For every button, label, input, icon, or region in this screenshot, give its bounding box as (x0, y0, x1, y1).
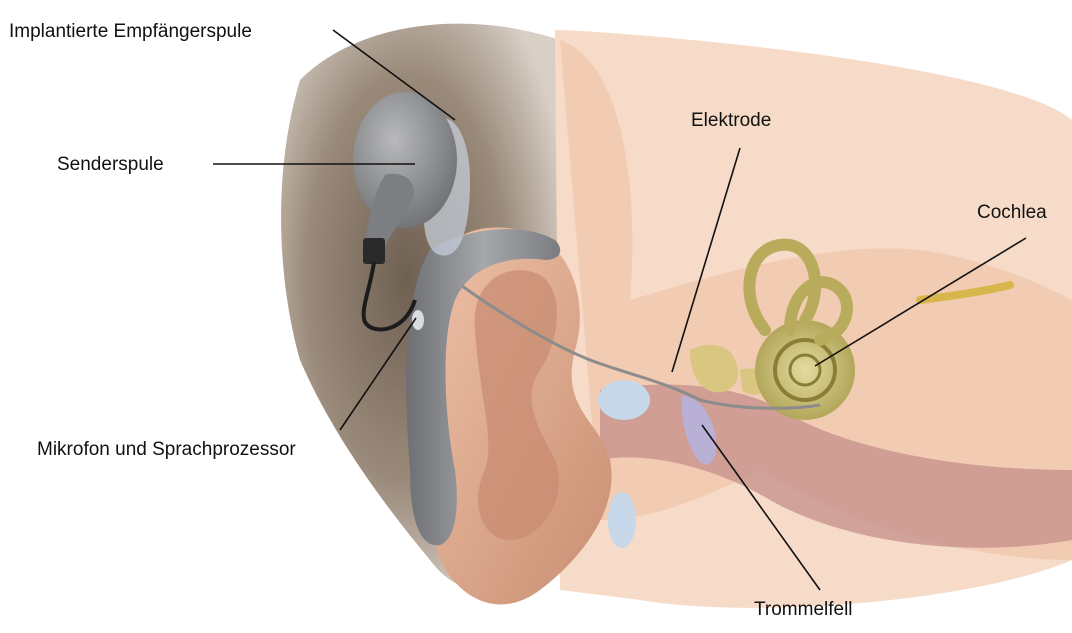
label-microphone-processor: Mikrofon und Sprachprozessor (37, 440, 296, 459)
label-cochlea: Cochlea (977, 203, 1047, 222)
label-transmitter-coil: Senderspule (57, 155, 164, 174)
coil-connector (363, 238, 385, 264)
label-eardrum: Trommelfell (754, 600, 853, 619)
label-implanted-receiver-coil: Implantierte Empfängerspule (9, 22, 252, 41)
bone-highlight (598, 380, 650, 420)
label-electrode: Elektrode (691, 111, 771, 130)
bone-highlight-2 (608, 492, 636, 548)
